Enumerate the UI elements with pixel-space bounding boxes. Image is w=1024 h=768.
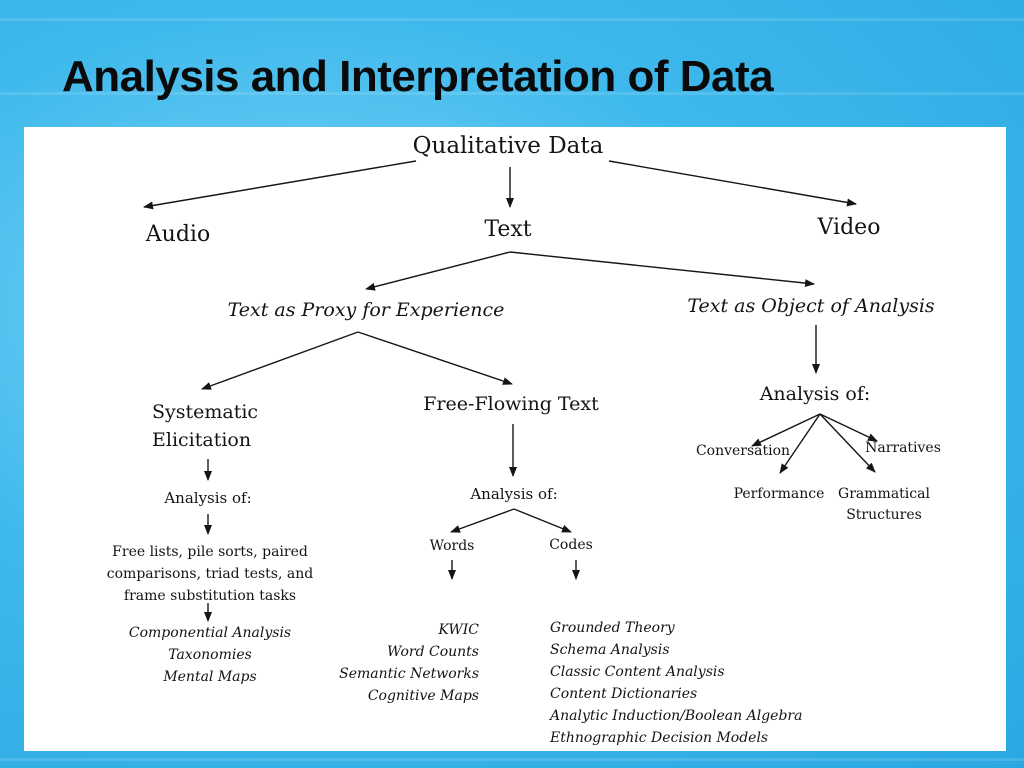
node-words: Words <box>429 538 475 554</box>
arrow-text-object <box>509 251 815 288</box>
list-item: Cognitive Maps <box>367 688 479 704</box>
methods-line2: comparisons, triad tests, and <box>106 566 314 582</box>
list-item: Componential Analysis <box>128 625 292 641</box>
node-systematic-methods: Free lists, pile sorts, paired compariso… <box>107 541 313 607</box>
list-item: Analytic Induction/Boolean Algebra <box>550 708 803 724</box>
list-item: Word Counts <box>387 644 479 660</box>
node-systematic-analysis-of: Analysis of: <box>164 489 252 507</box>
list-item: Ethnographic Decision Models <box>550 730 769 746</box>
list-item: Taxonomies <box>168 647 252 663</box>
arrow-text-proxy <box>365 251 511 291</box>
list-item: Grounded Theory <box>550 620 675 636</box>
list-codes-methods: Grounded Theory Schema Analysis Classic … <box>550 617 802 749</box>
list-item: Schema Analysis <box>550 642 670 658</box>
list-item: Mental Maps <box>163 669 257 685</box>
node-text-as-proxy: Text as Proxy for Experience <box>227 299 505 321</box>
arrow-analysis-performance <box>779 413 821 474</box>
methods-line1: Free lists, pile sorts, paired <box>112 544 308 560</box>
node-analysis-of-object: Analysis of: <box>759 383 871 405</box>
connector-arrows <box>143 160 878 622</box>
node-text-as-object: Text as Object of Analysis <box>687 295 935 317</box>
node-qualitative-data: Qualitative Data <box>412 133 604 159</box>
systematic-line2: Elicitation <box>152 429 252 451</box>
grammatical-line2: Structures <box>846 507 922 523</box>
list-item: KWIC <box>438 622 479 638</box>
arrow-analysis-conversation <box>751 413 821 447</box>
list-item: Content Dictionaries <box>550 686 698 702</box>
node-free-flowing-text: Free-Flowing Text <box>423 393 599 415</box>
node-performance: Performance <box>733 486 825 502</box>
node-audio: Audio <box>145 222 211 247</box>
list-item: Semantic Networks <box>339 666 479 682</box>
list-item: Classic Content Analysis <box>550 664 725 680</box>
node-narratives: Narratives <box>865 440 941 456</box>
arrow-root-audio <box>143 160 417 210</box>
node-freeflowing-analysis-of: Analysis of: <box>470 485 558 503</box>
node-conversation: Conversation <box>695 443 791 459</box>
arrow-analysis-words <box>450 508 515 533</box>
methods-line3: frame substitution tasks <box>123 588 297 604</box>
node-codes: Codes <box>549 537 593 553</box>
node-text: Text <box>484 217 532 242</box>
node-systematic-elicitation: Systematic Elicitation <box>152 398 258 454</box>
node-grammatical-structures: Grammatical Structures <box>838 484 930 526</box>
list-systematic-outcomes: Componential Analysis Taxonomies Mental … <box>129 622 291 688</box>
list-words-methods: KWIC Word Counts Semantic Networks Cogni… <box>324 619 479 707</box>
arrow-proxy-systematic <box>201 331 359 390</box>
systematic-line1: Systematic <box>152 401 259 423</box>
arrow-root-video <box>608 160 857 207</box>
arrow-analysis-narratives <box>819 413 878 442</box>
grammatical-line1: Grammatical <box>838 486 930 502</box>
diagram-panel: Qualitative Data Audio Text Video Text a… <box>24 127 1006 751</box>
slide-title: Analysis and Interpretation of Data <box>62 52 774 101</box>
arrow-analysis-codes <box>513 508 572 533</box>
arrow-analysis-grammatical <box>819 413 876 473</box>
arrow-proxy-freeflowing <box>357 331 513 385</box>
node-video: Video <box>817 215 881 240</box>
